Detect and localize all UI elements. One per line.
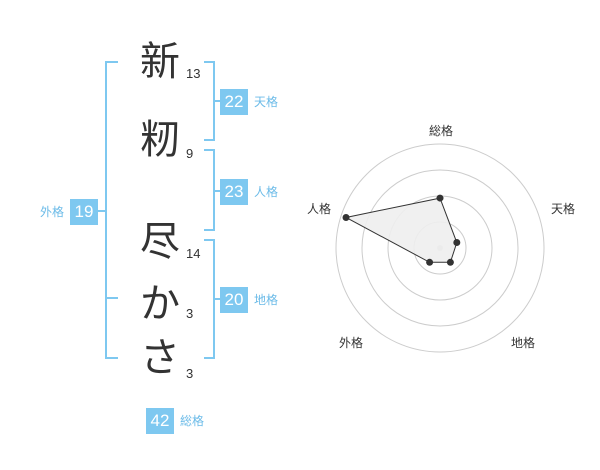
radar-point-4 [426, 258, 434, 266]
radar-point-3 [446, 258, 454, 266]
jinkaku-label: 人格 [254, 185, 279, 199]
soukaku-label: 総格 [180, 414, 205, 428]
stroke-count-3: 14 [186, 246, 201, 261]
radar-ring [335, 143, 545, 353]
chikaku-label: 地格 [254, 293, 279, 307]
radar-label-tenkaku: 天格 [550, 202, 575, 216]
name-char-1: 新 [140, 39, 180, 85]
radar-point-1 [436, 194, 444, 202]
name-char-5: さ [140, 335, 180, 381]
name-char-2: 籾 [140, 117, 180, 163]
tenkaku-value: 22 [220, 89, 248, 115]
radar-label-soukaku: 総格 [428, 124, 453, 138]
gaikaku-value: 19 [70, 199, 98, 225]
radar-ring [361, 169, 519, 327]
chikaku-value: 20 [220, 287, 248, 313]
stroke-count-4: 3 [186, 306, 194, 321]
radar-label-jinkaku: 人格 [306, 202, 331, 216]
radar-point-2 [453, 239, 461, 247]
soukaku-value: 42 [146, 408, 174, 434]
jinkaku-value: 23 [220, 179, 248, 205]
tenkaku-label: 天格 [254, 95, 279, 109]
name-char-3: 尽 [140, 219, 180, 265]
radar-label-chikaku: 地格 [510, 336, 535, 350]
radar-label-gaikaku: 外格 [338, 336, 363, 350]
radar-polygon [344, 197, 458, 263]
stroke-count-1: 13 [186, 66, 201, 81]
gaikaku-label: 外格 [40, 205, 65, 219]
name-char-4: か [140, 281, 180, 327]
stroke-count-2: 9 [186, 146, 194, 161]
radar-point-5 [342, 213, 350, 221]
stroke-count-5: 3 [186, 366, 194, 381]
